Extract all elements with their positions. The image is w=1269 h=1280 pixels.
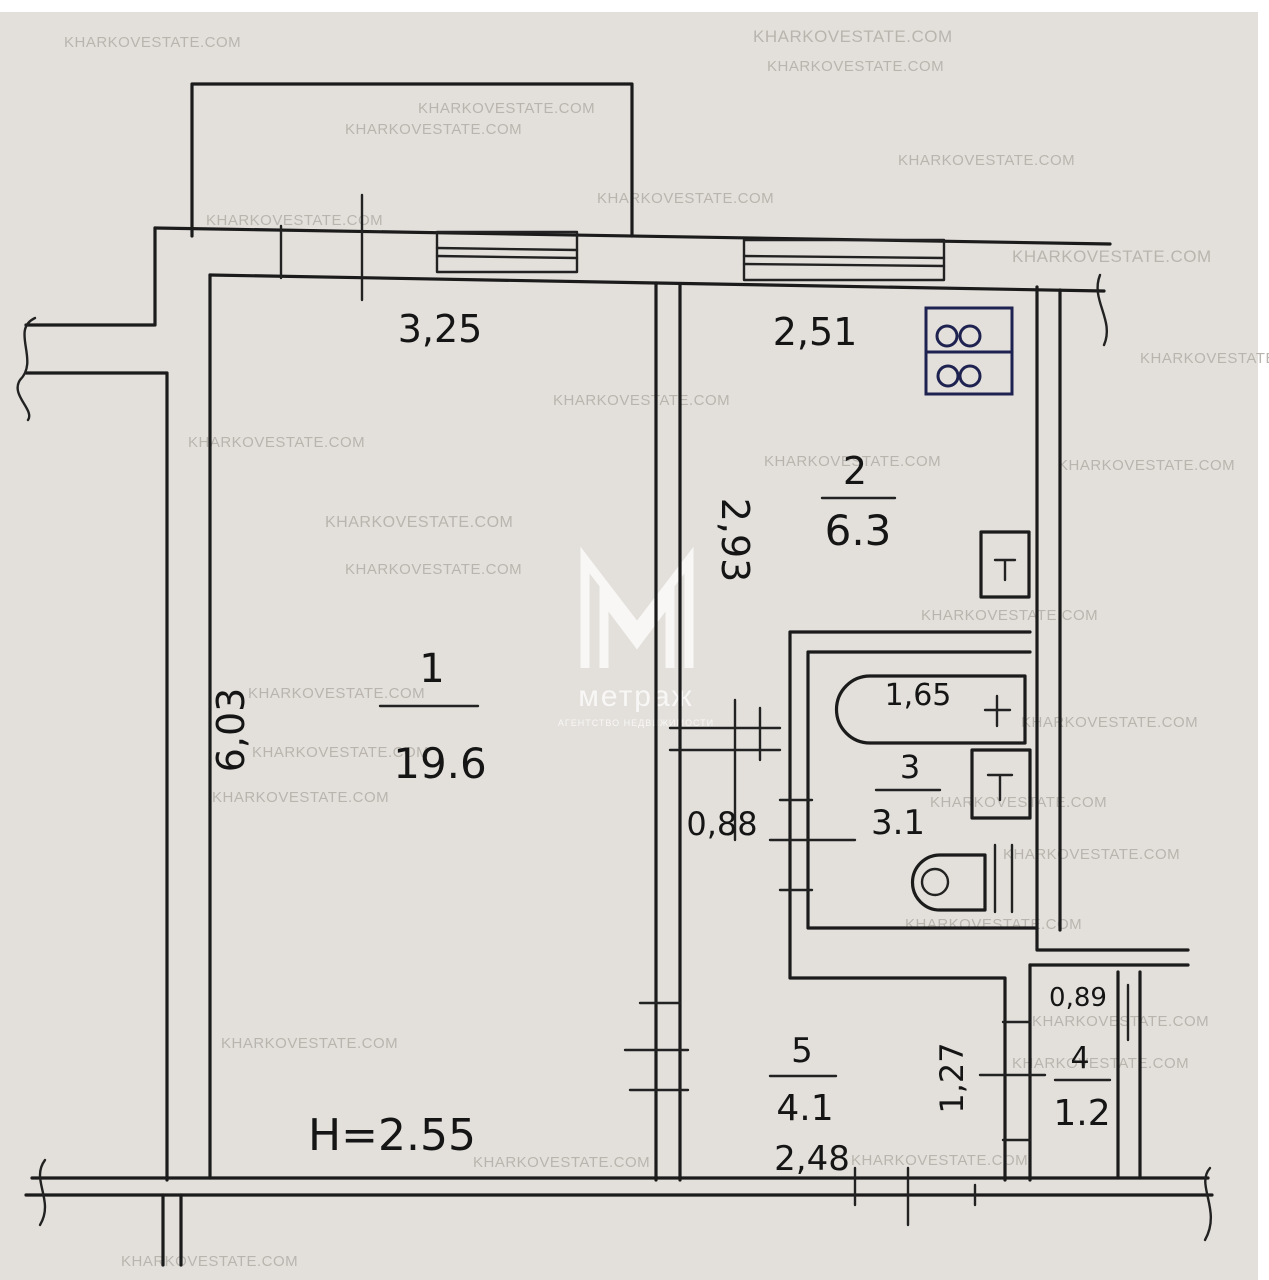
kitchen-right-wall	[1035, 285, 1190, 952]
watermark-text: KHARKOVESTATE.COM	[121, 1253, 298, 1270]
watermark-text: KHARKOVESTATE.COM	[597, 190, 774, 207]
brand-tagline: АГЕНТСТВО НЕДВИЖИМОСТИ	[558, 718, 714, 728]
bathroom-walls	[778, 630, 1190, 1182]
dimension-bath-length: 1,65	[885, 678, 952, 713]
partition-room1-room2	[623, 281, 690, 1182]
watermark-text: KHARKOVESTATE.COM	[930, 794, 1107, 811]
watermark-text: KHARKOVESTATE.COM	[64, 34, 241, 51]
watermark-text: KHARKOVESTATE.COM	[252, 744, 429, 761]
exterior-walls	[16, 226, 1214, 1267]
watermark-text: KHARKOVESTATE.COM	[1032, 1013, 1209, 1030]
dimension-room1-width: 3,25	[398, 307, 483, 351]
water-heater-icon	[979, 530, 1031, 599]
watermark-text: KHARKOVESTATE.COM	[753, 27, 953, 46]
room-4-number: 4	[1070, 1041, 1089, 1076]
watermark-text: KHARKOVESTATE.COM	[1140, 350, 1269, 367]
bathtub-icon	[834, 674, 1027, 745]
dimension-room2-width: 2,51	[773, 310, 858, 354]
watermark-text: KHARKOVESTATE.COM	[1021, 714, 1198, 731]
m-monogram-icon	[580, 546, 694, 668]
brand-name: метраж	[578, 680, 694, 713]
watermark-text: KHARKOVESTATE.COM	[325, 514, 513, 531]
watermark-text: KHARKOVESTATE.COM	[764, 453, 941, 470]
watermark-layer: KHARKOVESTATE.COM KHARKOVESTATE.COM KHAR…	[64, 27, 1269, 1270]
watermark-text: KHARKOVESTATE.COM	[345, 121, 522, 138]
door-marker-bathroom	[668, 698, 857, 842]
watermark-text: KHARKOVESTATE.COM	[898, 152, 1075, 169]
watermark-text: KHARKOVESTATE.COM	[345, 561, 522, 578]
watermark-text: KHARKOVESTATE.COM	[1003, 846, 1180, 863]
window-room-1	[435, 230, 579, 274]
dimension-room2-length: 2,93	[713, 498, 757, 583]
watermark-text: KHARKOVESTATE.COM	[473, 1154, 650, 1171]
ceiling-height-label: H=2.55	[308, 1110, 476, 1161]
room-5-area: 4.1	[776, 1088, 833, 1129]
room-2-area: 6.3	[825, 506, 892, 555]
watermark-text: KHARKOVESTATE.COM	[188, 434, 365, 451]
watermark-text: KHARKOVESTATE.COM	[553, 392, 730, 409]
room-3-number: 3	[900, 748, 920, 786]
dimension-bath-door: 0,88	[686, 805, 757, 843]
watermark-text: KHARKOVESTATE.COM	[221, 1035, 398, 1052]
sink-icon	[970, 748, 1032, 820]
watermark-text: KHARKOVESTATE.COM	[1012, 1055, 1189, 1072]
watermark-text: KHARKOVESTATE.COM	[1012, 247, 1212, 266]
watermark-text: KHARKOVESTATE.COM	[921, 607, 1098, 624]
watermark-text: KHARKOVESTATE.COM	[212, 789, 389, 806]
dimension-hall-width: 2,48	[774, 1139, 850, 1179]
watermark-text: KHARKOVESTATE.COM	[1058, 457, 1235, 474]
room-3-area: 3.1	[871, 803, 925, 843]
room-1-number: 1	[419, 646, 444, 692]
dimension-closet-width: 0,89	[1049, 983, 1107, 1013]
room-1-area: 19.6	[393, 739, 487, 788]
room-5-number: 5	[791, 1031, 813, 1071]
stove-icon	[924, 306, 1014, 396]
watermark-text: KHARKOVESTATE.COM	[206, 212, 383, 229]
dimension-room1-length: 6,03	[209, 688, 253, 773]
watermark-text: KHARKOVESTATE.COM	[767, 58, 944, 75]
brand-logo: метраж АГЕНТСТВО НЕДВИЖИМОСТИ	[558, 546, 714, 728]
watermark-text: KHARKOVESTATE.COM	[851, 1152, 1028, 1169]
room-4-area: 1.2	[1053, 1093, 1110, 1134]
toilet-icon	[910, 843, 1014, 914]
dimension-hall-depth: 1,27	[933, 1042, 971, 1113]
watermark-text: KHARKOVESTATE.COM	[418, 100, 595, 117]
room-2-number: 2	[843, 449, 867, 493]
watermark-text: KHARKOVESTATE.COM	[248, 685, 425, 702]
balcony-outline	[190, 82, 634, 238]
watermark-text: KHARKOVESTATE.COM	[905, 916, 1082, 933]
window-room-2	[742, 238, 946, 282]
